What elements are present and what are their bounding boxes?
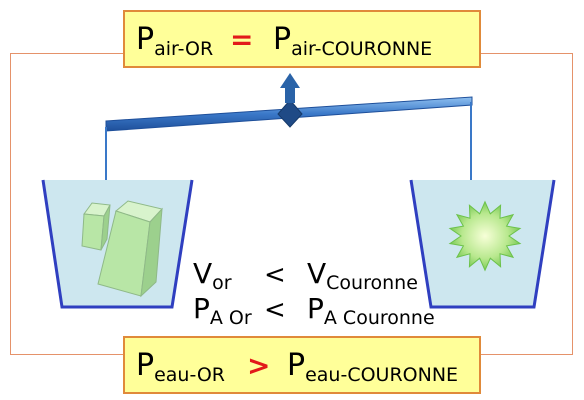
buoyancy-less-than: < — [264, 295, 286, 325]
pivot-icon — [277, 73, 303, 128]
water-weight-gold: Peau-OR — [136, 348, 226, 386]
air-weight-equation: Pair-OR = Pair-COURONNE — [123, 10, 481, 68]
gold-block-icon — [81, 200, 163, 298]
air-weight-gold: Pair-OR — [136, 22, 214, 60]
crown-shape — [448, 200, 522, 272]
air-weight-crown: Pair-COURONNE — [273, 22, 433, 60]
buoyancy-gold: PA Or — [193, 292, 252, 329]
buoyancy-crown: PA Couronne — [307, 292, 435, 329]
greater-than-operator: > — [247, 349, 271, 382]
crown-icon — [448, 200, 522, 272]
equals-operator: = — [230, 23, 254, 56]
volume-gold: Vor — [193, 257, 232, 294]
water-weight-inequality: Peau-OR > Peau-COURONNE — [123, 336, 481, 394]
volume-crown: VCouronne — [307, 257, 418, 294]
water-weight-crown: Peau-COURONNE — [287, 348, 459, 386]
volume-less-than: < — [264, 260, 286, 290]
